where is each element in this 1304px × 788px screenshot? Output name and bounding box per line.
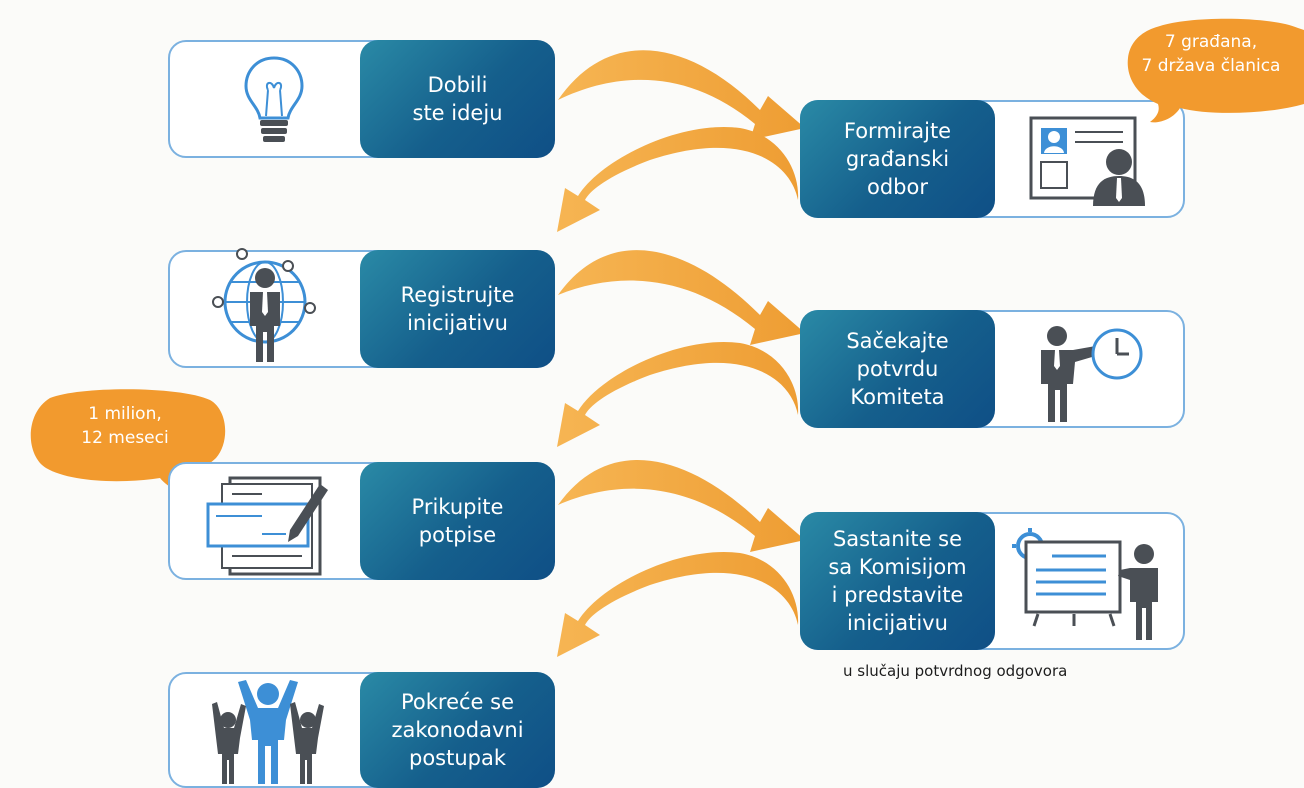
cheering-people-icon (212, 680, 324, 784)
step-confirm-label: Sačekajte potvrdu Komiteta (800, 310, 995, 428)
arrow-committee-to-register (557, 126, 799, 232)
step-register-label: Registrujte inicijativu (360, 250, 555, 368)
step-signatures-label: Prikupite potpise (360, 462, 555, 580)
id-card-person-icon (1029, 116, 1145, 206)
arrow-idea-to-committee (558, 50, 805, 140)
document-pen-icon (206, 476, 328, 576)
presentation-icon (1012, 528, 1158, 640)
person-clock-icon (1041, 326, 1143, 422)
step-committee-label: Formirajte građanski odbor (800, 100, 995, 218)
committee-requirement-text: 7 građana, 7 država članica (1141, 32, 1281, 76)
signature-requirement-text: 1 milion, 12 meseci (81, 404, 169, 448)
arrow-register-to-confirm (558, 250, 805, 345)
step-meet-label: Sastanite se sa Komisijom i predstavite … (800, 512, 995, 650)
arrow-meet-to-legislative (557, 551, 799, 657)
globe-person-icon (212, 248, 316, 362)
lightbulb-icon (244, 56, 304, 142)
step-legislative-label: Pokreće se zakonodavni postupak (360, 672, 555, 788)
speech-bubble-committee (1127, 18, 1304, 123)
step-idea-label: Dobili ste ideju (360, 40, 555, 158)
arrow-signatures-to-meet (558, 459, 805, 552)
arrow-confirm-to-signatures (557, 341, 799, 447)
condition-note: u slučaju potvrdnog odgovora (843, 662, 1068, 680)
